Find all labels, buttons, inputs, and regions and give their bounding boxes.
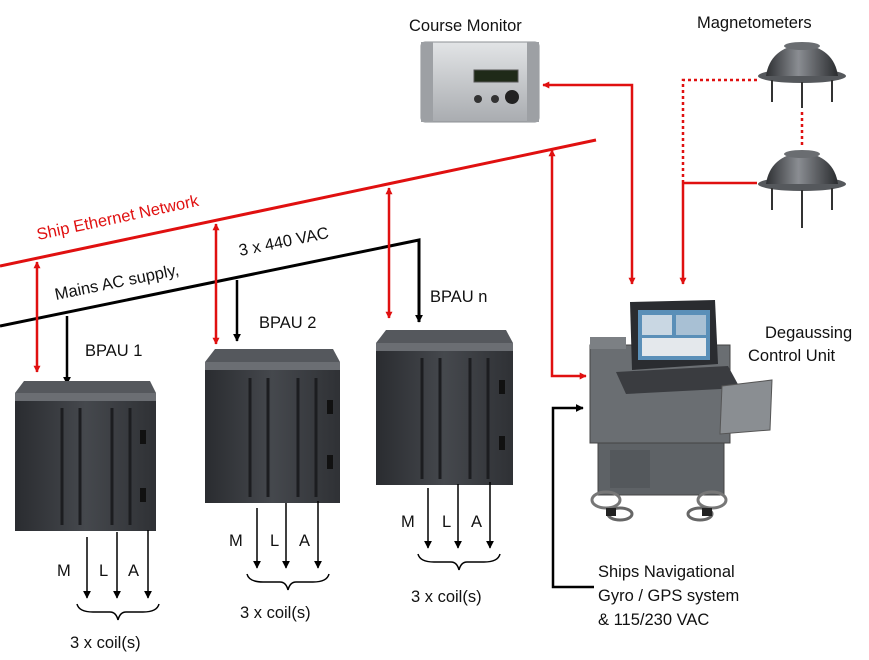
bpau-1-coil-m: M (57, 562, 71, 580)
bpau-1-label: BPAU 1 (85, 342, 142, 360)
bpau-2-coil-brace (246, 573, 330, 591)
ship-ethernet-label: Ship Ethernet Network (35, 192, 201, 244)
ethernet-network-line (0, 138, 597, 268)
vac-440-label: 3 x 440 VAC (237, 224, 330, 260)
bpau-n-coil-l: L (442, 513, 451, 531)
nav-label-line1: Ships Navigational (598, 563, 735, 581)
bpau-n-coil-m: M (401, 513, 415, 531)
course-monitor-device (420, 41, 540, 123)
ethernet-link-dcu (548, 149, 587, 380)
bpau-n-label: BPAU n (430, 288, 487, 306)
bpau-2-coil-l: L (270, 532, 279, 550)
bpau-2-coil-a: A (299, 532, 310, 550)
magnetometer-link-dotted (681, 78, 757, 182)
bpau-1-coil-arrows (83, 530, 152, 599)
magnetometer-link (679, 181, 757, 285)
bpau-1-coils-label: 3 x coil(s) (70, 634, 141, 652)
bpau-2-label: BPAU 2 (259, 314, 316, 332)
bpau-2-coil-m: M (229, 532, 243, 550)
course-monitor-link (542, 81, 636, 285)
bpau-1-coil-l: L (99, 562, 108, 580)
bpau-n-cabinet (376, 330, 513, 485)
nav-label-line3: & 115/230 VAC (598, 611, 709, 629)
bpau-1-coil-brace (76, 603, 160, 621)
bpau-2-cabinet (205, 349, 340, 503)
magnetometer-sensor-2 (758, 150, 846, 228)
degaussing-control-unit (589, 300, 773, 522)
mains-ac-label: Mains AC supply, (53, 261, 180, 304)
bpau-1-cabinet (15, 381, 156, 531)
dcu-label-line2: Control Unit (748, 347, 836, 365)
bpau-1-coil-a: A (128, 562, 139, 580)
bpau-n-coil-arrows (424, 482, 494, 549)
dcu-label-line1: Degaussing (765, 324, 852, 342)
bpau-2-coil-arrows (253, 501, 322, 569)
mains-ac-line (0, 238, 423, 328)
bpau-2-coils-label: 3 x coil(s) (240, 604, 311, 622)
nav-label-line2: Gyro / GPS system (598, 587, 739, 605)
navigation-link (551, 404, 594, 589)
bpau-n-coils-label: 3 x coil(s) (411, 588, 482, 606)
course-monitor-label: Course Monitor (409, 17, 522, 35)
bpau-n-coil-brace (417, 553, 501, 571)
magnetometer-sensor-1 (758, 42, 846, 108)
magnetometers-label: Magnetometers (697, 14, 812, 32)
bpau-n-coil-a: A (471, 513, 482, 531)
